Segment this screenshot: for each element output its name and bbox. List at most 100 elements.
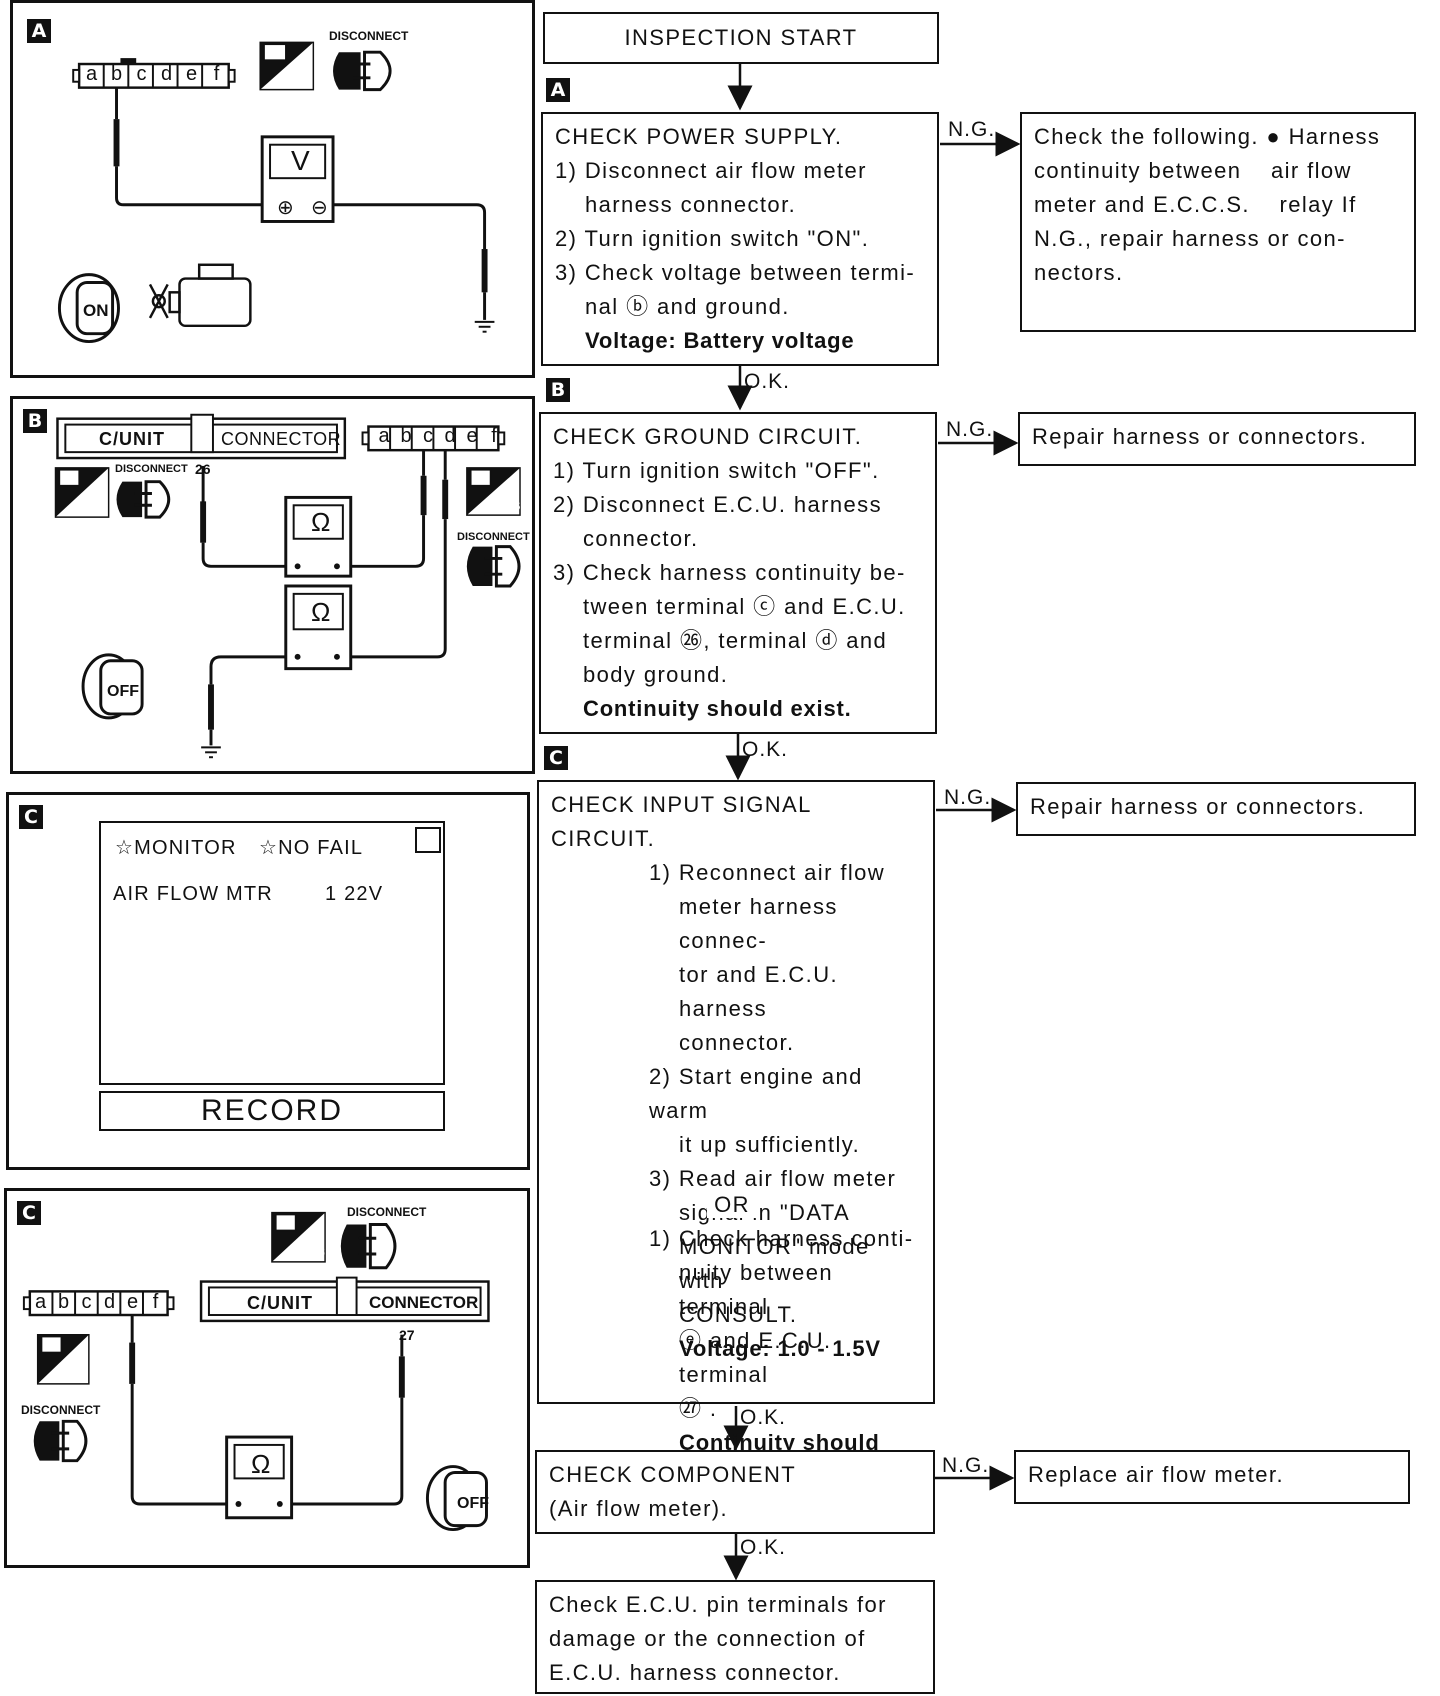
figure-c2-connector-label: CONNECTOR	[369, 1293, 479, 1312]
pin-b: b	[57, 1291, 70, 1313]
pin-e: e	[466, 425, 478, 447]
flow-tag-b: B	[546, 378, 570, 402]
pin-e: e	[126, 1291, 139, 1313]
figure-b-meter-1-label: Ω	[311, 507, 331, 537]
figure-a-wiring	[57, 41, 495, 344]
ng-label-a: N.G.	[948, 118, 996, 141]
step-c-alt-line-1c: ⓔ and E.C.U. terminal	[679, 1328, 832, 1387]
step-b-line-3d: body ground.	[583, 662, 729, 687]
ng-label-c: N.G.	[944, 786, 992, 809]
figure-c2-connector	[22, 1290, 175, 1317]
figure-a-disconnect-icon	[333, 50, 392, 92]
figure-a-plus: ⊕	[277, 197, 294, 219]
step-d-line-1: (Air flow meter).	[549, 1496, 729, 1521]
consult-monitor-label: ☆MONITOR	[115, 837, 237, 859]
ok-label-d: O.K.	[740, 1536, 787, 1559]
step-c-alt-line-1: 1) Check harness conti-	[649, 1226, 914, 1251]
figure-b-terminal-label: 26	[195, 461, 211, 477]
side-d-box: Replace air flow meter.	[1014, 1450, 1410, 1504]
figure-b-disconnect-icon-left	[116, 480, 171, 519]
step-b-line-2: 2) Disconnect E.C.U. harness	[553, 492, 882, 517]
consult-checkbox[interactable]	[415, 827, 441, 853]
pin-c: c	[81, 1291, 92, 1313]
inspection-start-box: INSPECTION START	[543, 12, 939, 64]
figure-c2-key-label: OFF	[457, 1495, 489, 1512]
step-c-alt-line-1d: ㉗ .	[679, 1396, 718, 1421]
figure-b-ground-icon	[201, 746, 221, 759]
side-d-text: Replace air flow meter.	[1028, 1462, 1284, 1487]
pin-a: a	[34, 1291, 47, 1313]
figure-b-ts-icon	[466, 467, 521, 516]
figure-c2-tag: C	[17, 1201, 41, 1225]
final-line-2: damage or the connection of	[549, 1626, 866, 1651]
figure-c2-cunit-connector	[199, 1276, 490, 1323]
figure-c2-disconnect-left-label: DISCONNECT	[21, 1403, 101, 1417]
side-a-box: Check the following. ● Harness continuit…	[1020, 112, 1416, 332]
figure-c2-disconnect-icon-left	[33, 1419, 88, 1463]
figure-b-key-label: OFF	[107, 683, 139, 700]
figure-b-tag: B	[23, 409, 47, 433]
figure-c2-disconnect-top-label: DISCONNECT	[347, 1205, 427, 1219]
step-a-line-3: 3) Check voltage between termi-	[555, 260, 916, 285]
pin-a: a	[85, 63, 98, 85]
step-c-line-1: 1) Reconnect air flow	[649, 860, 886, 885]
side-b-text: Repair harness or connectors.	[1032, 424, 1368, 449]
side-a-bullet-1c: relay	[1279, 192, 1335, 217]
pin-f: f	[213, 63, 220, 85]
figure-a-ignition-key-icon	[57, 273, 120, 344]
step-a-line-1b: harness connector.	[585, 192, 797, 217]
final-box: Check E.C.U. pin terminals for damage or…	[535, 1580, 935, 1694]
step-a-title: CHECK POWER SUPPLY.	[555, 124, 843, 149]
side-a-repair-2: nectors.	[1034, 260, 1124, 285]
ng-label-d: N.G.	[942, 1454, 990, 1477]
side-b-box: Repair harness or connectors.	[1018, 412, 1416, 466]
figure-a-engine-icon	[148, 263, 252, 328]
step-c-spec: Voltage: 1.0 - 1.5V	[679, 1336, 881, 1361]
step-d-title: CHECK COMPONENT	[549, 1462, 797, 1487]
figure-c2-hs-icon	[271, 1211, 326, 1263]
figure-c2-ohmmeter	[225, 1435, 294, 1520]
step-a-box: CHECK POWER SUPPLY. 1) Disconnect air fl…	[541, 112, 939, 366]
step-b-line-3c: terminal ㉖, terminal ⓓ and	[583, 628, 888, 653]
figure-b-disconnect-right-label: DISCONNECT	[457, 531, 530, 543]
pin-b: b	[400, 425, 412, 447]
figure-a-disconnect-label: DISCONNECT	[329, 29, 409, 43]
consult-item-value: 1 22V	[325, 883, 384, 905]
step-a-spec: Voltage: Battery voltage	[585, 328, 855, 353]
figure-b-cunit-label: C/UNIT	[99, 429, 165, 449]
figure-c2-ignition-key-icon	[425, 1465, 488, 1532]
figure-b-disconnect-left-label: DISCONNECT	[115, 463, 188, 475]
pin-a: a	[378, 425, 390, 447]
figure-b-ts-label: T.S	[503, 499, 521, 513]
side-a-bullet-1: ● Harness continuity between	[1034, 124, 1381, 183]
figure-c2-terminal-label: 27	[399, 1327, 415, 1343]
side-a-bullet-1b: air flow meter and E.C.C.S.	[1034, 158, 1352, 217]
step-c-line-1c: tor and E.C.U. harness	[679, 962, 838, 1021]
consult-screen	[99, 821, 445, 1085]
final-line-1: Check E.C.U. pin terminals for	[549, 1592, 887, 1617]
step-c-title: CHECK INPUT SIGNAL CIRCUIT.	[551, 792, 811, 851]
figure-c2-pin-labels: a b c d e f	[29, 1291, 169, 1314]
figure-a-panel: A	[10, 0, 535, 378]
figure-c2-ts-icon	[36, 1333, 90, 1385]
consult-record-button[interactable]: RECORD	[99, 1091, 445, 1131]
ok-label-c: O.K.	[740, 1406, 787, 1429]
figure-b-pin-labels: a b c d e f	[373, 425, 505, 448]
step-b-title: CHECK GROUND CIRCUIT.	[553, 424, 863, 449]
figure-c2-ts-label: T S	[63, 1369, 82, 1383]
final-line-3: E.C.U. harness connector.	[549, 1660, 841, 1685]
step-a-line-2: 2) Turn ignition switch "ON".	[555, 226, 870, 251]
pin-e: e	[185, 63, 198, 85]
figure-b-hs-icon	[54, 467, 110, 518]
step-c-line-2: 2) Start engine and warm	[649, 1064, 863, 1123]
side-c-text: Repair harness or connectors.	[1030, 794, 1366, 819]
step-b-line-1: 1) Turn ignition switch "OFF".	[553, 458, 880, 483]
figure-a-key-label: ON	[83, 301, 109, 320]
pin-c: c	[136, 63, 147, 85]
figure-b-connector-label: CONNECTOR	[221, 429, 342, 449]
step-c-line-2b: it up sufficiently.	[679, 1132, 861, 1157]
figure-b-wiring	[54, 413, 521, 759]
step-c-line-3d: CONSULT.	[679, 1302, 798, 1327]
figure-b-ohmmeter-2	[284, 584, 353, 671]
figure-a-ts-label: T.S.	[289, 71, 312, 86]
